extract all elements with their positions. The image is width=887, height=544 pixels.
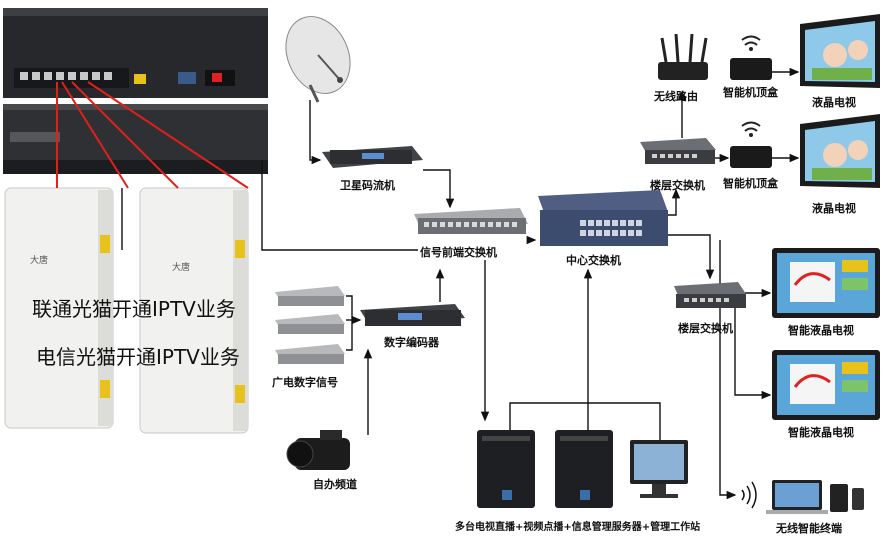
label-broadcast-digital-signal: 广电数字信号 <box>272 376 338 389</box>
central-switch-icon <box>538 190 668 246</box>
smart-stb-2-icon <box>730 121 772 168</box>
wireless-router-icon <box>658 33 708 80</box>
smart-lcd-tv-2-icon <box>772 350 880 420</box>
label-smart-lcd-tv-1: 智能液晶电视 <box>788 324 854 337</box>
rack-server-icon <box>3 8 268 174</box>
label-central-switch: 中心交换机 <box>566 254 621 267</box>
label-digital-encoder: 数字编码器 <box>384 336 439 349</box>
label-wireless-router: 无线路由 <box>654 90 698 103</box>
camera-icon <box>286 430 350 470</box>
satellite-streamer-icon <box>322 146 423 168</box>
digital-encoder-icon <box>360 304 465 326</box>
red-fiber-lines <box>56 81 249 189</box>
floor-switch-mid-icon <box>674 282 746 308</box>
label-floor-switch-top: 楼层交换机 <box>650 179 705 192</box>
unicom-modem-icon: 大唐 <box>4 187 114 429</box>
label-smart-stb-1: 智能机顶盒 <box>723 86 778 99</box>
label-satellite-streamer: 卫星码流机 <box>340 179 395 192</box>
server-1-icon <box>477 430 535 508</box>
label-unicom-iptv: 联通光猫开通IPTV业务 <box>32 297 236 321</box>
server-2-icon <box>555 430 613 508</box>
svg-text:大唐: 大唐 <box>30 254 48 266</box>
satellite-dish-icon <box>285 16 351 103</box>
label-floor-switch-mid: 楼层交换机 <box>678 322 733 335</box>
lcd-tv-1-icon <box>800 14 880 88</box>
label-signal-frontend-switch: 信号前端交换机 <box>420 246 497 259</box>
label-lcd-tv-2: 液晶电视 <box>812 202 856 215</box>
label-smart-stb-2: 智能机顶盒 <box>723 177 778 190</box>
smart-stb-1-icon <box>730 35 772 80</box>
label-telecom-iptv: 电信光猫开通IPTV业务 <box>36 345 240 369</box>
label-servers: 多台电视直播+视频点播+信息管理服务器+管理工作站 <box>455 522 701 533</box>
telecom-modem-icon: 大唐 <box>139 187 249 434</box>
label-wireless-terminals: 无线智能终端 <box>776 522 842 535</box>
connection-lines <box>121 67 800 500</box>
workstation-icon <box>630 440 688 498</box>
floor-switch-top-icon <box>640 138 716 164</box>
signal-frontend-switch-icon <box>414 208 528 234</box>
label-self-channel: 自办频道 <box>313 478 357 491</box>
label-smart-lcd-tv-2: 智能液晶电视 <box>788 426 854 439</box>
wireless-terminals-icon <box>741 480 864 514</box>
svg-text:大唐: 大唐 <box>172 261 190 273</box>
smart-lcd-tv-1-icon <box>772 248 880 318</box>
lcd-tv-2-icon <box>800 114 880 188</box>
label-lcd-tv-1: 液晶电视 <box>812 96 856 109</box>
broadcast-receivers-icon <box>275 286 345 364</box>
